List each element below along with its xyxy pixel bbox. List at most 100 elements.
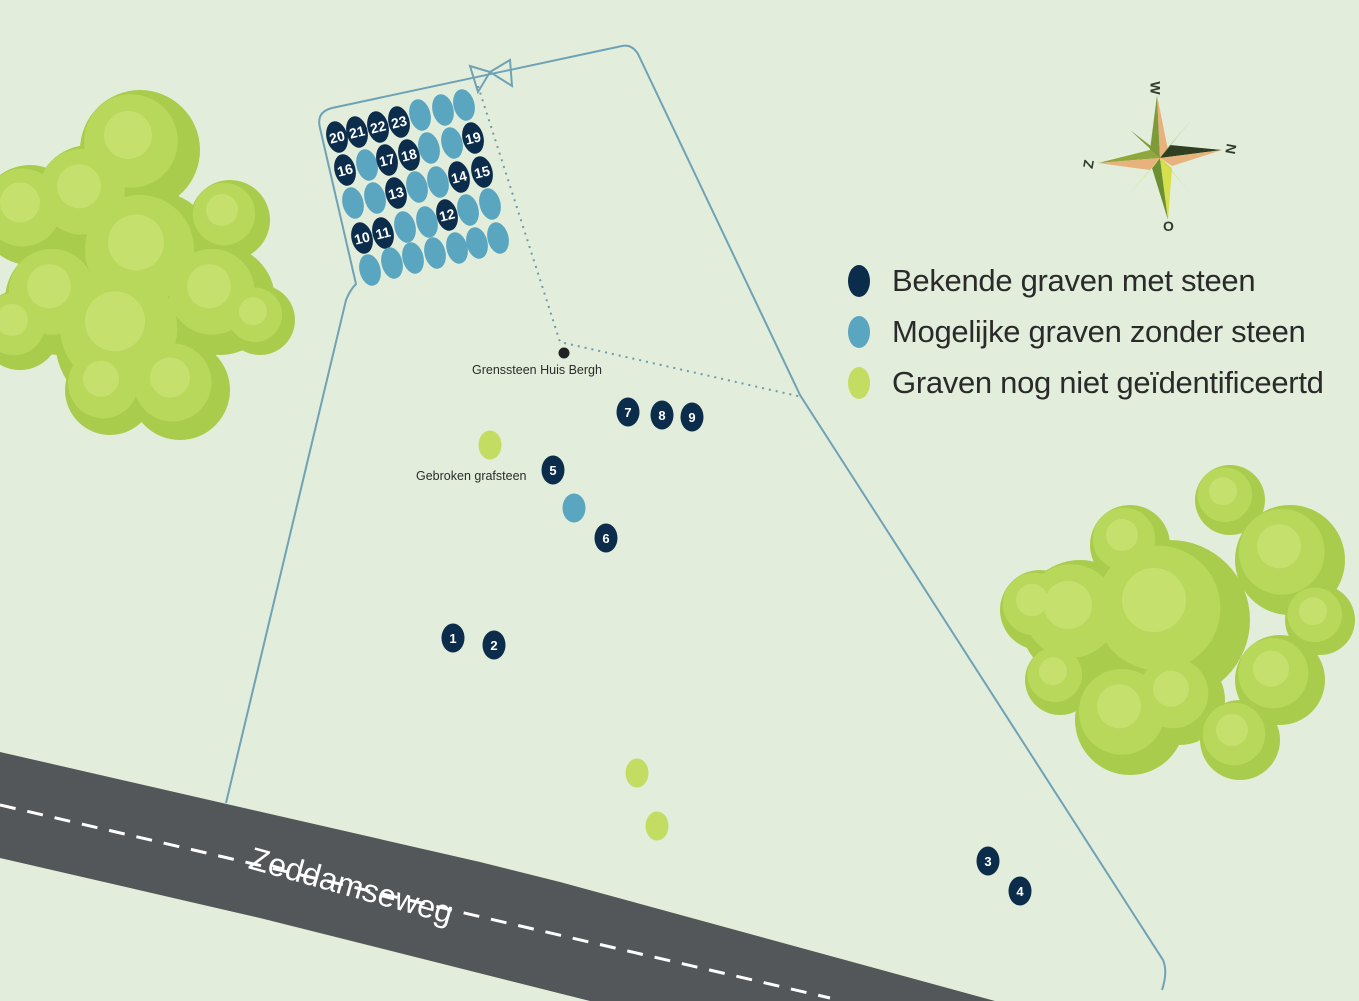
grave-possible[interactable] — [562, 493, 586, 523]
grave-known-5[interactable]: 5 — [541, 455, 565, 485]
grave-possible[interactable] — [484, 220, 512, 256]
grave-marker — [424, 237, 446, 269]
grave-possible[interactable] — [429, 92, 457, 128]
grave-number: 19 — [464, 128, 483, 147]
road-center-line — [0, 803, 831, 1000]
grave-possible[interactable] — [413, 204, 441, 240]
grave-possible[interactable] — [454, 192, 482, 228]
grave-known-23[interactable]: 23 — [385, 104, 413, 140]
grave-number: 8 — [658, 408, 665, 423]
grave-possible[interactable] — [424, 164, 452, 200]
grave-marker — [427, 166, 449, 198]
grave-marker — [441, 127, 463, 159]
grave-possible[interactable] — [438, 125, 466, 161]
grave-known-21[interactable]: 21 — [343, 114, 371, 150]
grave-number: 6 — [602, 531, 609, 546]
grave-known-17[interactable]: 17 — [373, 142, 401, 178]
grave-number: 14 — [450, 167, 469, 186]
grave-number: 11 — [374, 223, 392, 242]
compass-top: W — [1147, 81, 1164, 95]
grave-known-11[interactable]: 11 — [369, 215, 397, 251]
grave-unidentified[interactable] — [625, 758, 649, 788]
grave-known-4[interactable]: 4 — [1008, 876, 1032, 906]
grave-known-3[interactable]: 3 — [976, 846, 1000, 876]
grave-known-12[interactable]: 12 — [433, 197, 461, 233]
grave-number: 18 — [400, 145, 419, 164]
grave-marker — [441, 623, 465, 653]
grave-marker — [418, 132, 440, 164]
grave-known-1[interactable]: 1 — [441, 623, 465, 653]
grave-marker — [394, 211, 416, 243]
grave-unidentified[interactable] — [478, 430, 502, 460]
grave-known-15[interactable]: 15 — [468, 154, 496, 190]
grave-marker — [453, 89, 475, 121]
grave-marker — [406, 171, 428, 203]
grave-possible[interactable] — [463, 225, 491, 261]
grave-known-7[interactable]: 7 — [616, 397, 640, 427]
legend-label: Mogelijke graven zonder steen — [892, 313, 1306, 349]
grave-known-10[interactable]: 10 — [348, 220, 376, 256]
compass-point — [1160, 158, 1172, 220]
grave-number: 3 — [984, 854, 991, 869]
compass-point — [1098, 158, 1160, 170]
grave-possible[interactable] — [443, 230, 471, 266]
grave-marker — [625, 758, 649, 788]
legend-item-unidentified: Graven nog niet geïdentificeertd — [848, 357, 1324, 408]
grave-known-18[interactable]: 18 — [395, 137, 423, 173]
grave-marker — [432, 94, 454, 126]
compass-point — [1160, 150, 1222, 166]
grave-known-16[interactable]: 16 — [331, 152, 359, 188]
grave-possible[interactable] — [399, 240, 427, 276]
legend-item-known: Bekende graven met steen — [848, 255, 1324, 306]
compass-point — [1160, 118, 1193, 158]
grave-known-9[interactable]: 9 — [680, 402, 704, 432]
grave-possible[interactable] — [421, 235, 449, 271]
grave-known-19[interactable]: 19 — [459, 120, 487, 156]
grave-known-20[interactable]: 20 — [323, 119, 351, 155]
grave-possible[interactable] — [406, 97, 434, 133]
grave-marker — [478, 430, 502, 460]
grave-marker — [471, 156, 493, 188]
dark-grave-icon — [848, 264, 870, 297]
grave-marker — [457, 194, 479, 226]
grave-possible[interactable] — [476, 186, 504, 222]
tree-highlight — [187, 264, 231, 309]
grave-possible[interactable] — [403, 169, 431, 205]
grave-marker — [388, 106, 410, 138]
grave-number: 22 — [369, 117, 388, 136]
grave-known-22[interactable]: 22 — [364, 109, 392, 145]
broken-stone-label: Gebroken grafsteen — [416, 469, 527, 483]
grave-possible[interactable] — [450, 87, 478, 123]
grave-possible[interactable] — [339, 185, 367, 221]
compass-point — [1098, 150, 1160, 163]
tree-highlight — [85, 291, 145, 352]
grave-possible[interactable] — [353, 147, 381, 183]
grave-possible[interactable] — [415, 130, 443, 166]
grave-possible[interactable] — [356, 252, 384, 288]
grave-unidentified[interactable] — [645, 811, 669, 841]
tree-highlight — [27, 264, 71, 309]
tree-highlight — [1016, 584, 1048, 616]
grave-known-2[interactable]: 2 — [482, 630, 506, 660]
grave-marker — [541, 455, 565, 485]
grave-number: 2 — [490, 638, 497, 653]
grave-number: 7 — [624, 405, 631, 420]
blue-grave-icon — [848, 315, 870, 348]
grave-marker — [1008, 876, 1032, 906]
grave-known-13[interactable]: 13 — [382, 175, 410, 211]
tree-highlight — [1209, 477, 1237, 506]
grave-known-8[interactable]: 8 — [650, 400, 674, 430]
grave-marker — [487, 222, 509, 254]
grave-marker — [359, 254, 381, 286]
grave-marker — [381, 247, 403, 279]
grave-possible[interactable] — [361, 180, 389, 216]
grave-possible[interactable] — [378, 245, 406, 281]
tree-highlight — [104, 111, 152, 159]
grave-number: 1 — [449, 631, 456, 646]
grave-known-6[interactable]: 6 — [594, 523, 618, 553]
grave-known-14[interactable]: 14 — [445, 159, 473, 195]
grave-marker — [372, 217, 394, 249]
grave-possible[interactable] — [391, 209, 419, 245]
tree-highlight — [1153, 670, 1189, 707]
